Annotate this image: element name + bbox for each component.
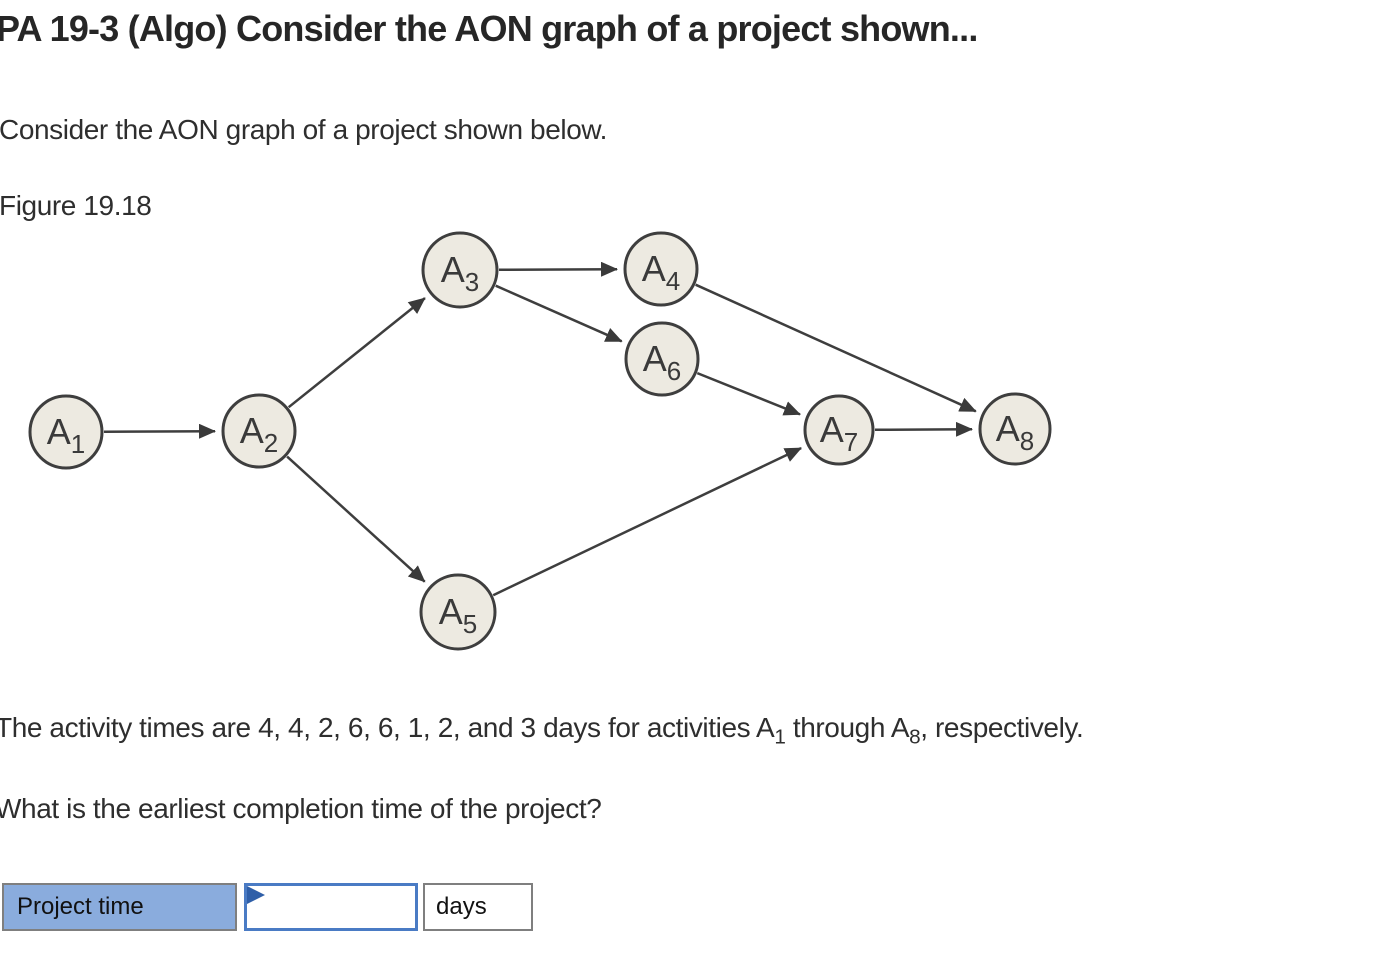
activity-node-A3 xyxy=(421,231,499,309)
activity-node-label-A7: A7 xyxy=(820,409,858,457)
intro-text: Consider the AON graph of a project show… xyxy=(0,114,608,145)
edge-A7-A8 xyxy=(874,421,973,437)
project-time-input-wrap xyxy=(244,883,418,931)
project-time-row: Project time days xyxy=(2,883,533,931)
activity-node-A4 xyxy=(623,231,699,307)
activity-node-A7 xyxy=(803,394,875,466)
edge-A4-A8 xyxy=(695,283,977,413)
edge-A6-A7 xyxy=(696,371,801,416)
edge-A5-A7 xyxy=(492,446,803,597)
edge-A2-A3 xyxy=(287,297,426,409)
activity-node-A8 xyxy=(978,392,1052,466)
page-title: PA 19-3 (Algo) Consider the AON graph of… xyxy=(0,8,978,49)
activity-node-label-A1: A1 xyxy=(47,411,85,459)
activity-node-label-A8: A8 xyxy=(996,408,1034,456)
unit-cell: days xyxy=(423,883,533,931)
project-time-input[interactable] xyxy=(247,886,415,928)
activity-node-label-A5: A5 xyxy=(439,591,477,639)
activity-node-label-A3: A3 xyxy=(441,249,479,297)
activity-node-label-A2: A2 xyxy=(240,410,278,458)
activity-times-text: The activity times are 4, 4, 2, 6, 6, 1,… xyxy=(0,712,1084,749)
figure-label: Figure 19.18 xyxy=(0,190,152,221)
edge-A1-A2 xyxy=(103,423,216,439)
activity-node-A2 xyxy=(221,393,297,469)
edge-A3-A4 xyxy=(498,261,618,277)
activity-node-A1 xyxy=(28,394,104,470)
activity-node-label-A4: A4 xyxy=(642,248,680,296)
question-text: What is the earliest completion time of … xyxy=(0,793,602,824)
unit-label: days xyxy=(436,893,487,920)
activity-node-A6 xyxy=(624,321,700,397)
activity-node-A5 xyxy=(419,573,497,651)
edge-A3-A6 xyxy=(495,284,623,343)
activity-node-label-A6: A6 xyxy=(643,338,681,386)
project-time-label-cell: Project time xyxy=(2,883,237,931)
edge-A2-A5 xyxy=(286,455,426,583)
project-time-label: Project time xyxy=(17,893,144,920)
